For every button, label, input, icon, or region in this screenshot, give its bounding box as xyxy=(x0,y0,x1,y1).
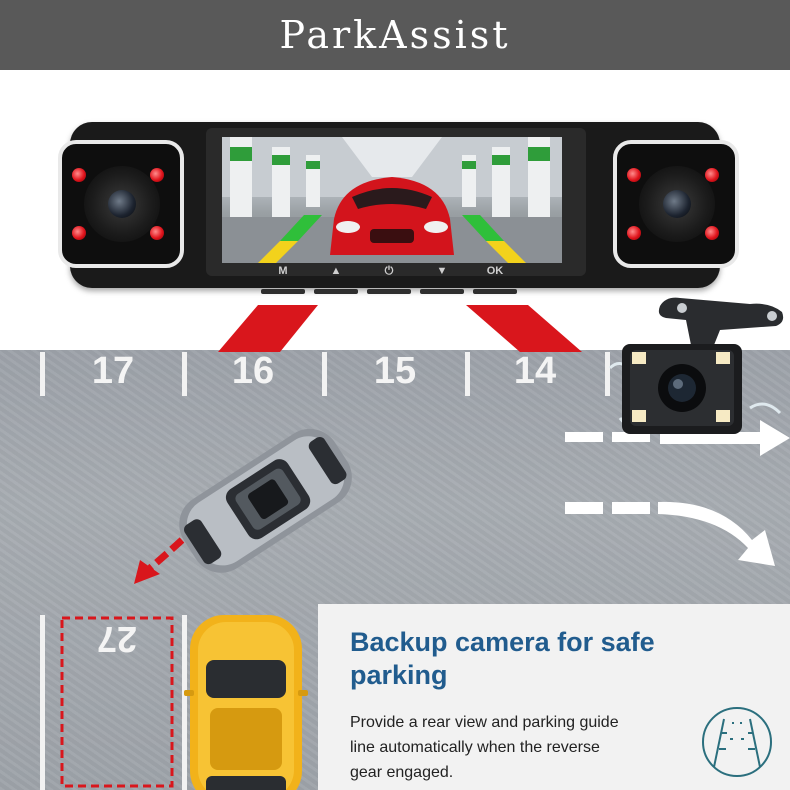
yellow-car xyxy=(184,615,308,790)
feature-description-line: line automatically when the reverse xyxy=(350,739,600,756)
ir-led-icon xyxy=(705,168,719,182)
down-button[interactable]: ▼ xyxy=(436,265,448,277)
ok-button[interactable]: OK xyxy=(486,265,504,277)
slot-divider-bottom xyxy=(40,615,45,790)
feature-heading-line: Backup camera for safe xyxy=(350,627,655,657)
front-camera-left xyxy=(58,140,184,268)
slot-number: 14 xyxy=(513,350,557,392)
button-bar xyxy=(473,289,517,294)
menu-button[interactable]: M xyxy=(278,265,288,277)
ir-led-icon xyxy=(627,226,641,240)
lane-arrow-lower xyxy=(565,501,775,566)
feature-description-line: gear engaged. xyxy=(350,764,454,781)
ir-led-icon xyxy=(72,226,86,240)
guide-line-right xyxy=(466,305,582,352)
feature-heading: Backup camera for safe parking xyxy=(350,626,750,692)
camera-lens-icon xyxy=(663,190,691,218)
parking-guide-icon xyxy=(702,707,772,777)
garage-view xyxy=(222,137,562,263)
button-bar xyxy=(367,289,411,294)
button-bar xyxy=(420,289,464,294)
slot-divider-bottom xyxy=(182,615,187,790)
slot-divider xyxy=(322,352,327,396)
camera-lens-icon xyxy=(108,190,136,218)
silver-car xyxy=(179,428,352,573)
display-screen xyxy=(222,137,562,263)
backup-camera-icon xyxy=(608,297,784,434)
slot-divider xyxy=(182,352,187,396)
ir-led-icon xyxy=(150,168,164,182)
slot-number: 16 xyxy=(231,350,275,392)
reverse-arrow-head xyxy=(134,560,160,584)
ir-led-icon xyxy=(705,226,719,240)
button-bar xyxy=(261,289,305,294)
reverse-arrow-path xyxy=(147,537,185,571)
header-bar: ParkAssist xyxy=(0,0,790,70)
ir-led-icon xyxy=(72,168,86,182)
lane-arrow-upper xyxy=(565,420,790,456)
feature-heading-line: parking xyxy=(350,660,448,690)
slot-divider xyxy=(605,352,610,396)
target-slot-number: 27 xyxy=(96,619,138,660)
power-button[interactable]: ⏻ xyxy=(384,265,394,277)
slot-number: 15 xyxy=(373,350,417,392)
front-camera-right xyxy=(613,140,739,268)
slot-divider xyxy=(40,352,45,396)
ir-led-icon xyxy=(627,168,641,182)
brand-title: ParkAssist xyxy=(279,13,511,57)
guide-line-left xyxy=(218,305,318,352)
feature-card xyxy=(318,604,790,790)
slot-divider xyxy=(465,352,470,396)
target-slot-outline xyxy=(60,616,174,788)
slot-number: 17 xyxy=(91,350,135,392)
ir-led-icon xyxy=(150,226,164,240)
button-bar xyxy=(314,289,358,294)
feature-description: Provide a rear view and parking guide li… xyxy=(350,710,670,785)
feature-description-line: Provide a rear view and parking guide xyxy=(350,714,619,731)
up-button[interactable]: ▲ xyxy=(330,265,342,277)
